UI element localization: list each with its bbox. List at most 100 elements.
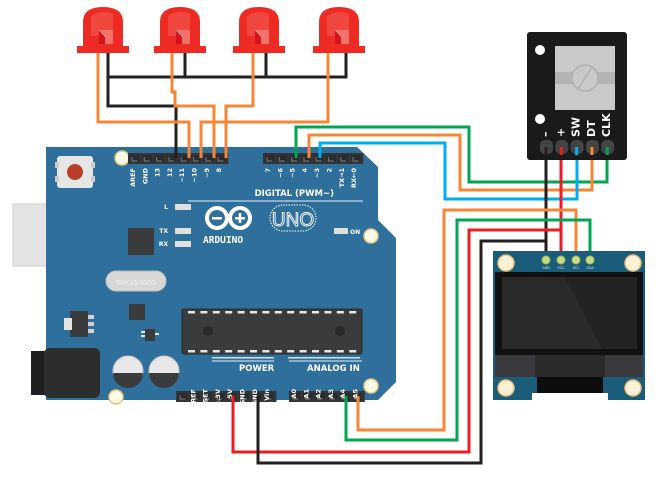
- capacitor: [148, 355, 180, 388]
- header-pin-vin[interactable]: [264, 393, 274, 400]
- header-pin-rx0[interactable]: [351, 155, 361, 162]
- pin-label: ~3: [313, 168, 321, 178]
- header-pin-13[interactable]: [154, 155, 164, 162]
- status-led-tx: TX: [159, 228, 191, 235]
- chip-underline: [212, 357, 274, 359]
- header-pin-tx1[interactable]: [338, 155, 349, 162]
- header-pin-gnd[interactable]: [239, 393, 249, 400]
- header-pin-ioref[interactable]: [190, 393, 200, 400]
- header-pin-3[interactable]: [314, 155, 324, 162]
- pin-label: GND: [141, 167, 149, 184]
- led-2: [154, 7, 206, 53]
- header-pin-3.3v[interactable]: [214, 393, 225, 400]
- wire-pin3-to-encoder-sw: [318, 141, 579, 201]
- svg-text:L: L: [164, 204, 168, 211]
- svg-text:SCL: SCL: [573, 266, 580, 270]
- pin-label: GND: [239, 388, 247, 405]
- pin-label: 4: [301, 168, 309, 173]
- voltage-regulator: [64, 311, 94, 337]
- arduino-logo: ARDUINO: [203, 206, 252, 246]
- header-pin-2[interactable]: [326, 155, 336, 162]
- oled-pin-sda[interactable]: SDA: [585, 255, 595, 270]
- pin-label: RESET: [202, 388, 210, 412]
- oled-display-module: GND VCC SCL SDA: [493, 251, 645, 401]
- mounting-hole: [624, 254, 642, 272]
- pin-label: Vin: [263, 389, 271, 401]
- oled-pin-gnd[interactable]: GND: [541, 255, 551, 270]
- oled-pin-vcc[interactable]: VCC: [556, 255, 566, 270]
- header-pin-11[interactable]: [179, 155, 189, 162]
- svg-text:SPK16.000G: SPK16.000G: [116, 280, 157, 287]
- header-pin-7[interactable]: [265, 155, 275, 162]
- svg-text:SW: SW: [570, 117, 583, 137]
- status-led-l: L: [164, 204, 191, 211]
- mounting-hole: [363, 378, 379, 394]
- encoder-pin-clk[interactable]: CLK: [600, 113, 615, 155]
- wire-pin10-to-led3: [224, 52, 255, 158]
- digital-header-right: [263, 153, 364, 164]
- mounting-hole: [535, 114, 545, 124]
- pin-label: ~11: [178, 168, 186, 183]
- reset-button[interactable]: [55, 156, 95, 188]
- svg-text:UNO: UNO: [272, 210, 314, 231]
- encoder-pin-sw[interactable]: SW: [570, 117, 584, 155]
- header-pin-9[interactable]: [203, 155, 214, 162]
- svg-text:GND: GND: [542, 266, 550, 270]
- wire-5v-to-oled-vcc: [231, 228, 561, 454]
- svg-text:DT: DT: [585, 120, 598, 137]
- wire-pin4-to-encoder-dt: [307, 133, 594, 192]
- mounting-hole: [363, 228, 379, 244]
- analog-header-label: ANALOG IN: [307, 364, 360, 374]
- wire-gnd-to-led-cathodes: [106, 52, 348, 158]
- svg-text:ON: ON: [350, 229, 360, 236]
- pin-label: 12: [166, 168, 174, 177]
- svg-text:–: –: [539, 132, 552, 138]
- pin-label: TX→1: [338, 168, 346, 188]
- header-pin-5[interactable]: [289, 155, 299, 162]
- header-pin-gnd[interactable]: [142, 155, 152, 162]
- header-pin-aref[interactable]: [130, 155, 140, 162]
- led-4: [313, 7, 365, 53]
- smd-chip: [129, 304, 145, 320]
- pin-label: 2: [326, 168, 334, 173]
- digital-header-left: [128, 153, 229, 164]
- pin-label: ~10: [191, 168, 199, 183]
- header-pin-a2[interactable]: [315, 393, 325, 400]
- small-transistor: [141, 329, 159, 341]
- wire-a4-to-oled-sda: [344, 218, 592, 442]
- dc-power-jack: [31, 348, 100, 398]
- pin-label: A4: [339, 389, 347, 399]
- wire-pin11-fix: [180, 92, 214, 106]
- arduino-uno-board: SPK16.000G: [12, 147, 396, 412]
- header-pin-a0[interactable]: [291, 393, 301, 400]
- power-header-label: POWER: [239, 364, 275, 374]
- pin-label: RX←0: [350, 168, 358, 188]
- header-pin-8[interactable]: [216, 155, 226, 162]
- header-pin-12[interactable]: [166, 155, 177, 162]
- atmega-microcontroller: [181, 308, 363, 355]
- encoder-pin-vcc[interactable]: +: [554, 128, 569, 155]
- header-pin-a1[interactable]: [303, 393, 313, 400]
- status-led-rx: RX: [159, 241, 191, 248]
- wire-pin12-to-led4: [199, 52, 330, 158]
- header-pin-a3[interactable]: [327, 393, 338, 400]
- pin-label: ~6: [276, 168, 284, 178]
- leds: [77, 7, 365, 53]
- pin-label: 8: [215, 168, 223, 173]
- pin-label: 7: [264, 168, 272, 173]
- oled-pin-scl[interactable]: SCL: [571, 255, 581, 270]
- wire-gnd-to-oled-gnd: [256, 239, 546, 465]
- usb-chip: [128, 228, 154, 255]
- header-pin-nc[interactable]: [178, 393, 188, 400]
- header-pin-10[interactable]: [191, 155, 201, 162]
- mounting-hole: [108, 389, 124, 405]
- pin-label: AREF: [129, 168, 137, 187]
- encoder-pin-gnd[interactable]: –: [539, 132, 553, 156]
- encoder-pin-dt[interactable]: DT: [585, 120, 599, 155]
- encoder-knob[interactable]: [555, 46, 615, 110]
- header-pin-4[interactable]: [301, 155, 312, 162]
- oled-ribbon: [537, 377, 603, 393]
- header-pin-reset[interactable]: [202, 393, 212, 400]
- header-pin-6[interactable]: [277, 155, 287, 162]
